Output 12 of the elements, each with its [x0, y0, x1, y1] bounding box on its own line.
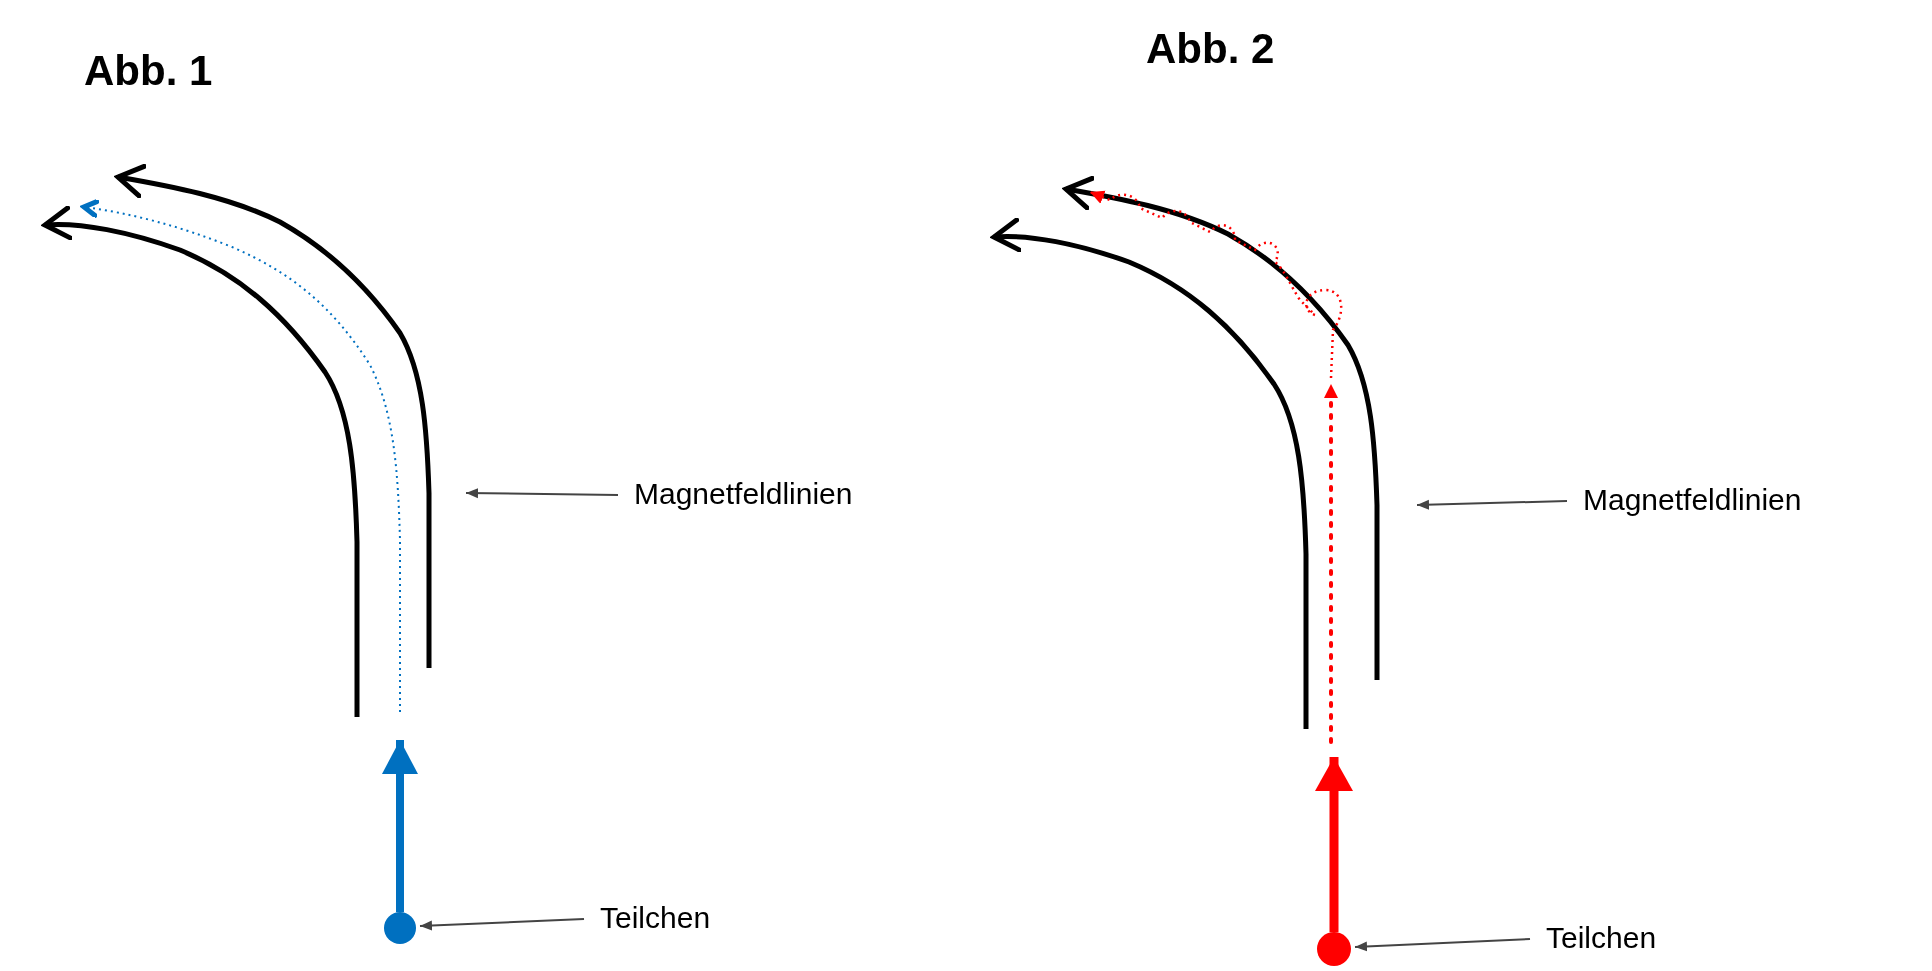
particle-dot: [1317, 932, 1351, 966]
label-text: Teilchen: [1546, 921, 1657, 954]
leader-line: [1416, 499, 1568, 510]
particle-dot: [384, 912, 416, 944]
label-text: Magnetfeldlinien: [634, 477, 853, 510]
label-text: Magnetfeldlinien: [1583, 483, 1802, 516]
leader-line: [465, 488, 619, 499]
leader-line: [419, 918, 585, 931]
leader-line: [1354, 938, 1531, 952]
label-text: Teilchen: [600, 901, 711, 934]
figure-title: Abb. 1: [84, 48, 213, 95]
figure-title: Abb. 2: [1146, 26, 1275, 73]
